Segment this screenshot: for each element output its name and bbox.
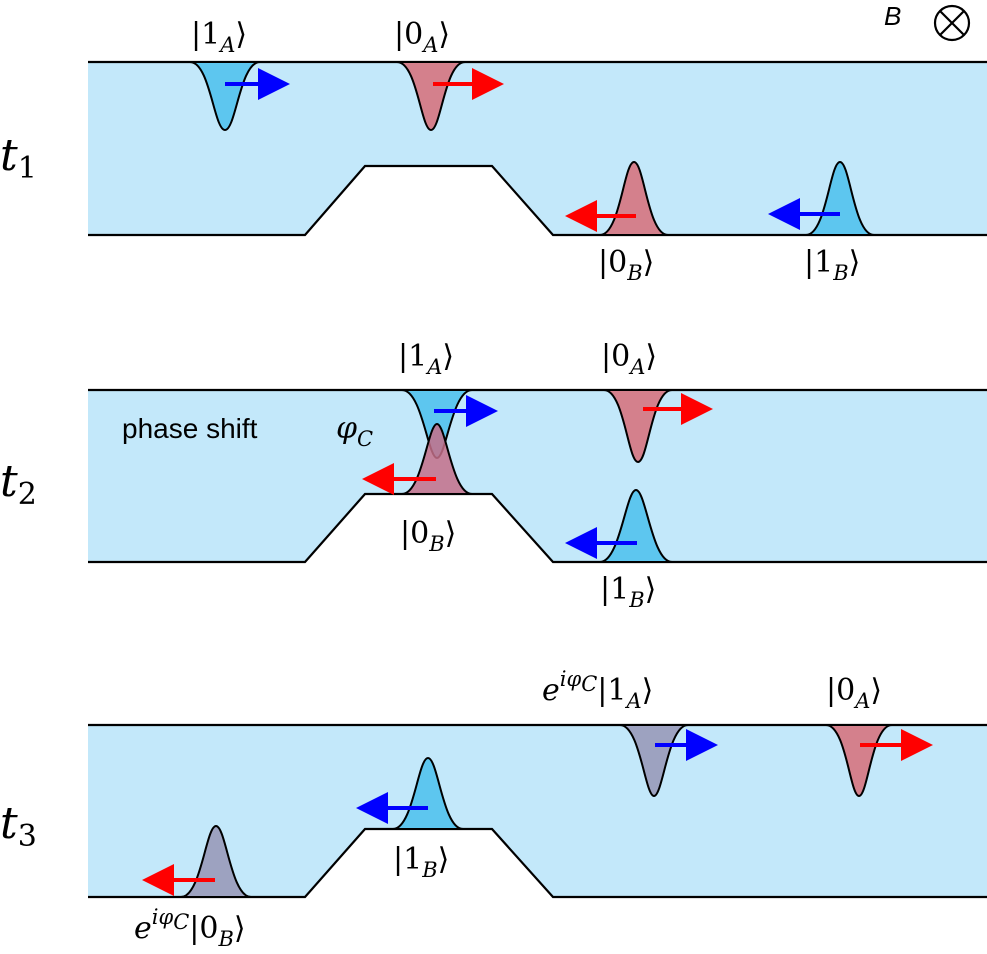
ket-label-1A: |1A⟩: [191, 17, 247, 57]
ket-label-0A: |0A⟩: [826, 673, 882, 713]
ket-label-1B: |1B⟩: [393, 842, 449, 882]
ket-label-0A: |0A⟩: [601, 339, 657, 379]
panel-t3: t3 eiφC|1A⟩ |0A⟩ |1B⟩ eiφC|0B⟩: [0, 667, 987, 951]
ket-label-1B: |1B⟩: [804, 245, 860, 285]
wavepacket-1B: [805, 160, 875, 236]
ket-label-0B: |0B⟩: [400, 516, 456, 556]
ket-label-1A: |1A⟩: [398, 339, 454, 379]
time-label-t2: t2: [0, 456, 37, 512]
ket-label-1A-phase: eiφC|1A⟩: [542, 667, 653, 713]
wavepacket-1A-shifted: [619, 724, 689, 798]
ket-label-0B-phase: eiφC|0B⟩: [134, 905, 246, 951]
phase-symbol: φC: [336, 411, 373, 451]
time-label-t3: t3: [0, 798, 37, 854]
field-label: B: [884, 1, 901, 31]
field-into-page-icon: [933, 4, 971, 42]
ket-label-1B: |1B⟩: [600, 572, 656, 612]
phase-shift-text: phase shift: [122, 413, 258, 444]
channel-t1: [88, 62, 987, 235]
channel-t2: [88, 390, 987, 562]
wavepacket-0A: [825, 724, 893, 798]
wavepacket-0A: [396, 61, 466, 132]
panel-t2: phase shift φC t2 |1A⟩ |0A⟩ |0B⟩ |1B⟩: [0, 339, 987, 612]
time-label-t1: t1: [0, 130, 37, 186]
channel-t3: [88, 725, 987, 897]
panel-t1: t1 |1A⟩ |0A⟩ |0B⟩ |1B⟩: [0, 17, 987, 285]
ket-label-0A: |0A⟩: [394, 17, 450, 57]
wavepacket-1A: [189, 61, 261, 132]
ket-label-0B: |0B⟩: [598, 245, 654, 285]
wavepacket-1B: [392, 756, 464, 830]
